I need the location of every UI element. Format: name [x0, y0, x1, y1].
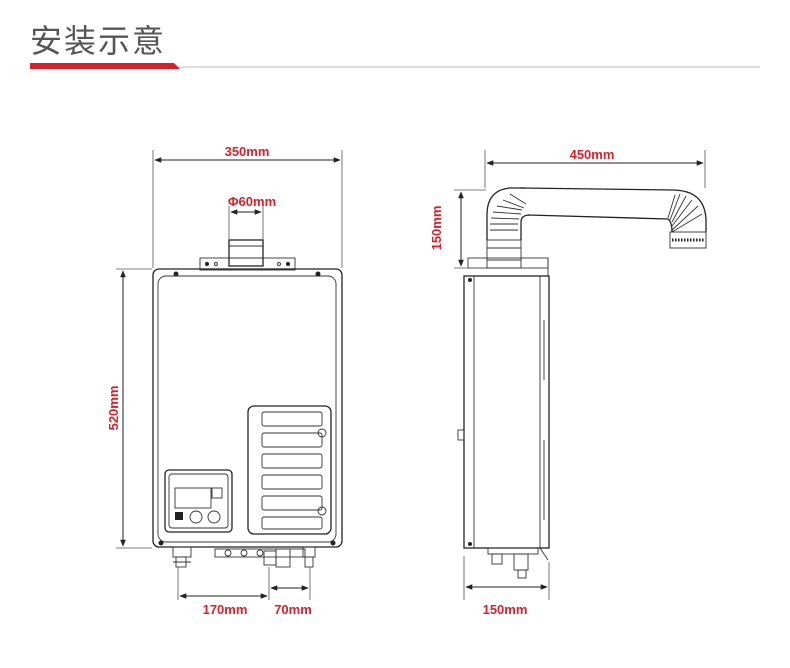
- title-divider: [30, 66, 760, 68]
- front-panel: [157, 275, 337, 543]
- side-bottom-fittings: [487, 547, 549, 579]
- dim-pipe-length: 450mm: [570, 147, 615, 162]
- side-flue-pipe: [467, 187, 707, 276]
- dim-front-width: 350mm: [225, 144, 270, 159]
- dim-pipe-height: 150mm: [429, 206, 444, 251]
- dim-bottom-left: 170mm: [203, 602, 248, 617]
- vent-louvers: [247, 405, 332, 535]
- dim-flue-diameter: Φ60mm: [228, 194, 276, 209]
- control-panel: [164, 469, 233, 533]
- front-flue-pipe: [199, 239, 296, 271]
- dim-side-depth: 150mm: [483, 602, 528, 617]
- front-view: 350mm Φ60mm 520mm 170mm 70mm: [106, 144, 343, 617]
- side-view: 450mm 150mm 150mm: [429, 147, 707, 617]
- side-body: [463, 275, 550, 549]
- dim-front-height: 520mm: [106, 386, 121, 431]
- bottom-fittings: [172, 546, 316, 568]
- title-accent-bar: [30, 63, 180, 69]
- page-title: 安装示意: [30, 22, 167, 60]
- front-body: [152, 268, 343, 548]
- dim-bottom-right: 70mm: [274, 602, 312, 617]
